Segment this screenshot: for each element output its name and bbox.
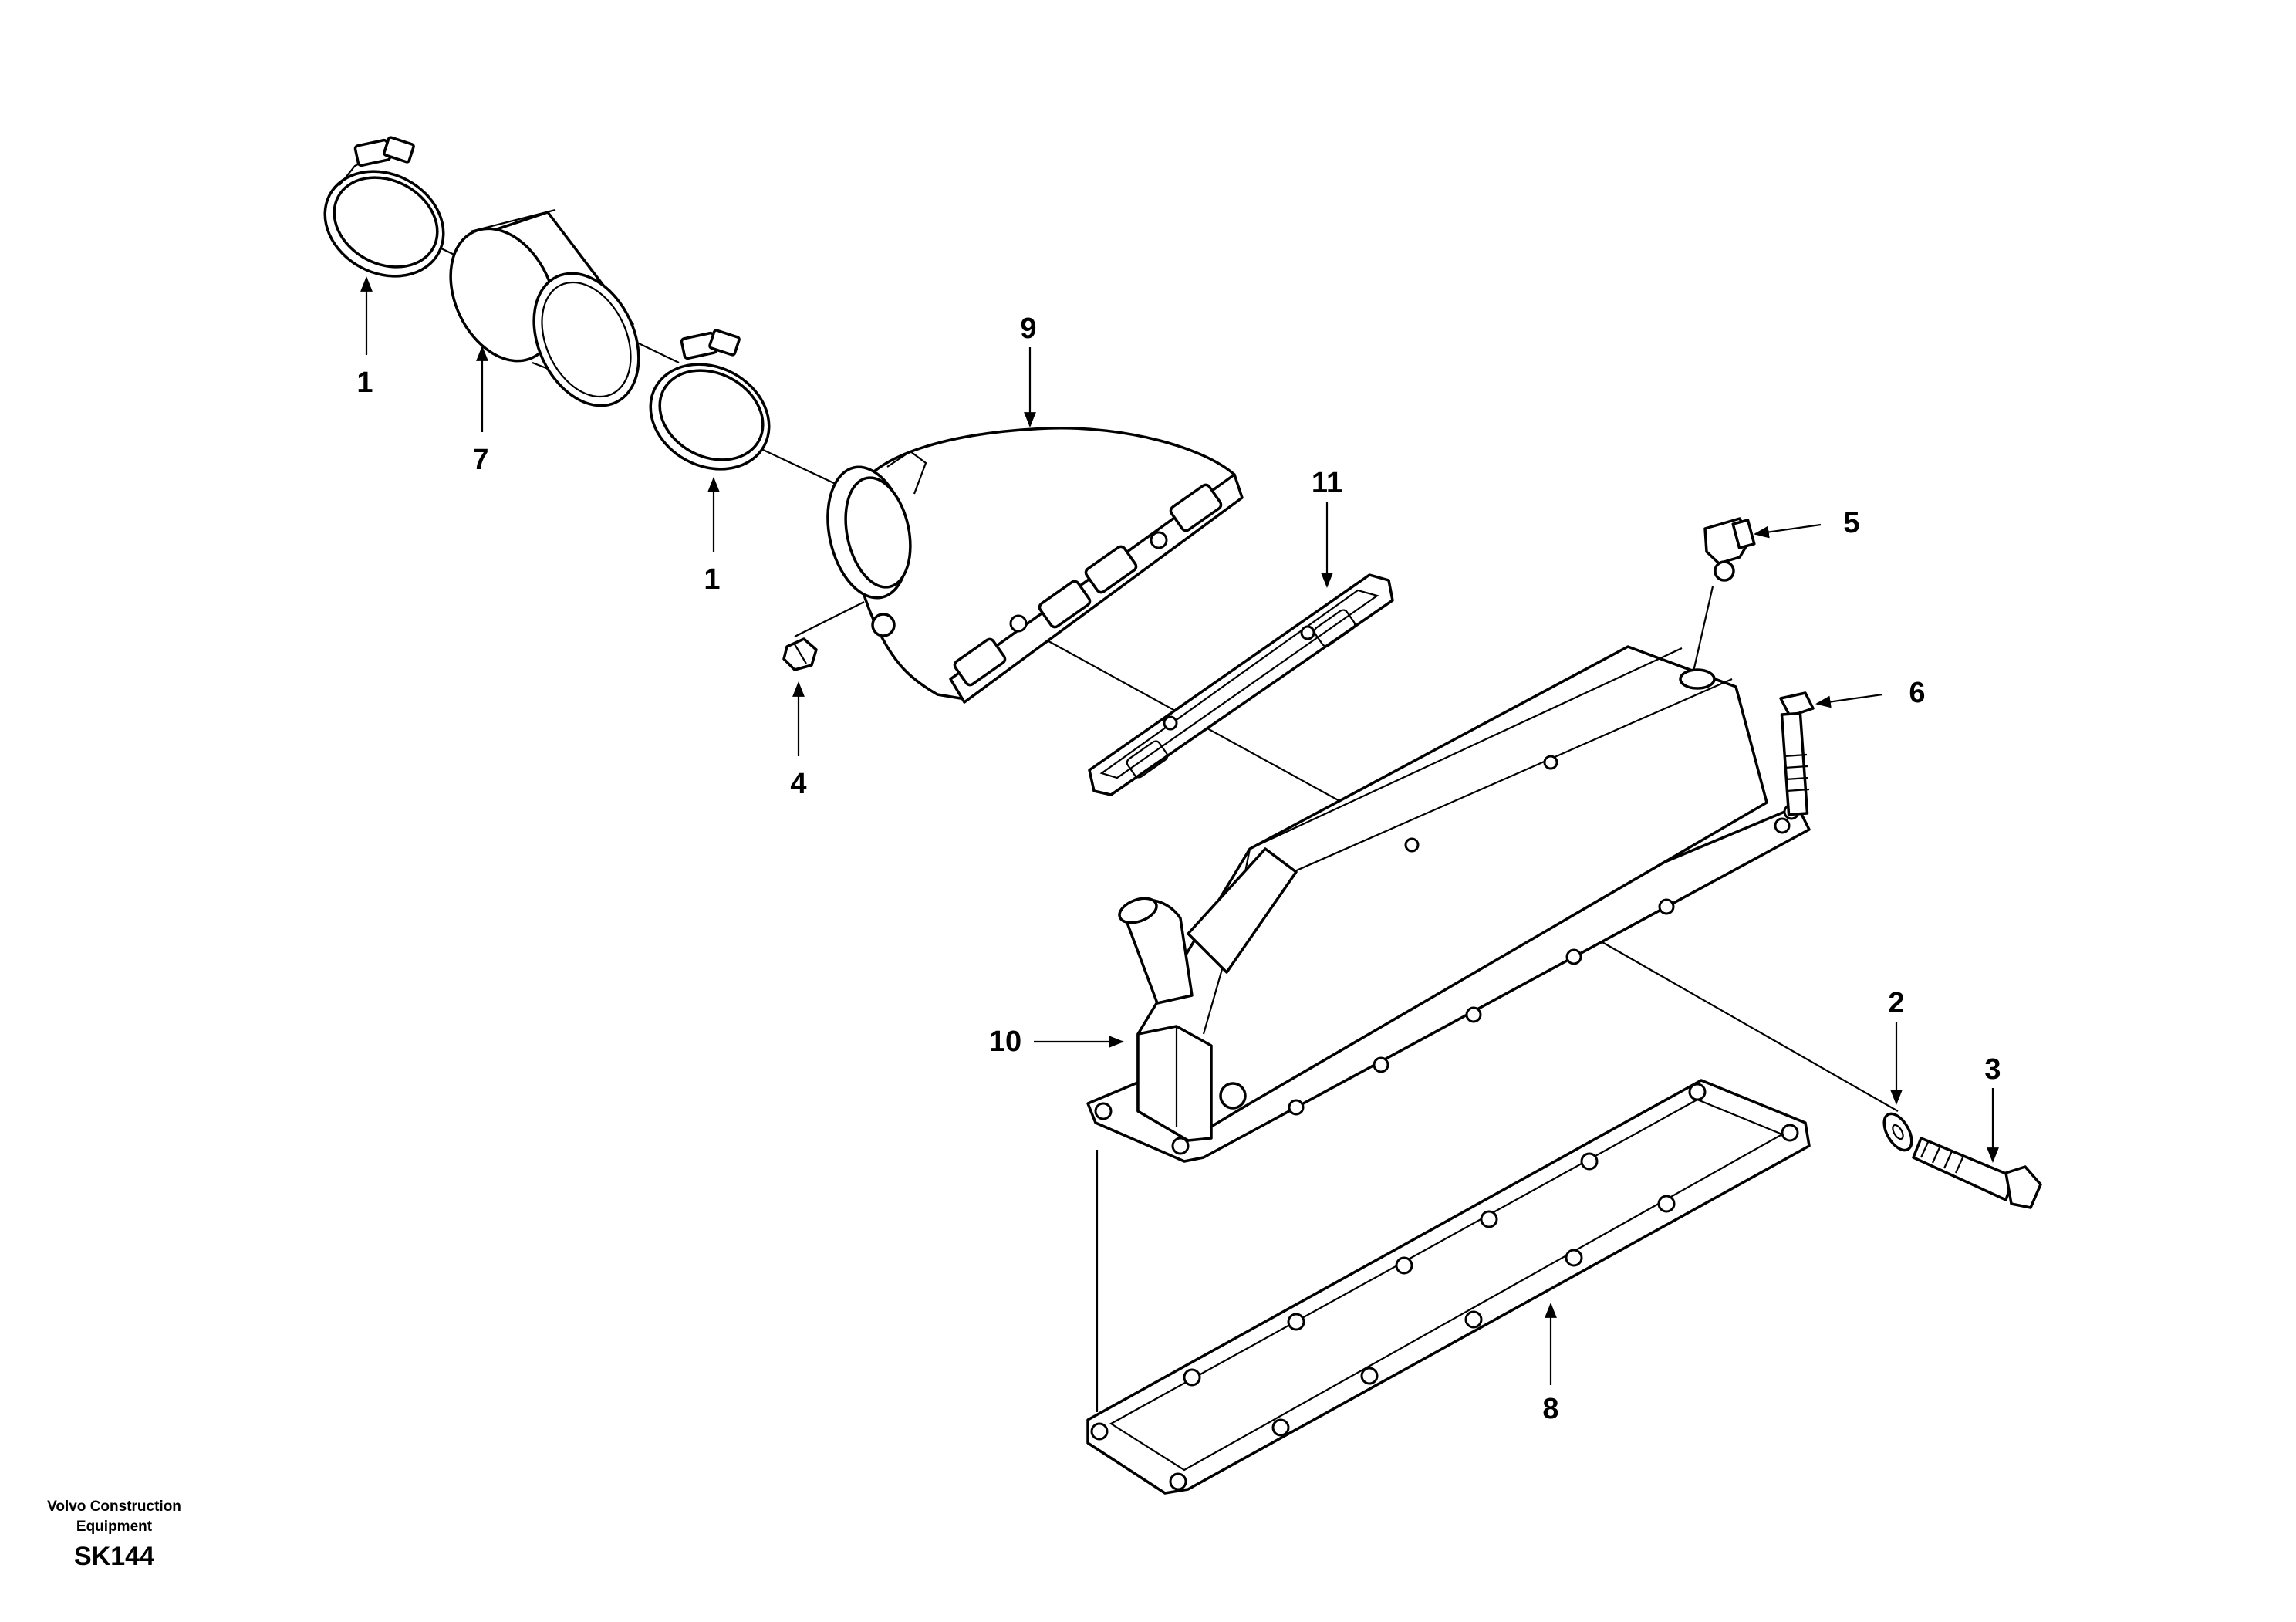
callout-9: 9 bbox=[1020, 313, 1036, 345]
manifold-gasket bbox=[1086, 1079, 1811, 1495]
brand-line-2: Equipment bbox=[76, 1519, 153, 1535]
brand-line-1: Volvo Construction bbox=[47, 1499, 181, 1515]
washer bbox=[1882, 1112, 1913, 1152]
drawing-id: SK144 bbox=[74, 1542, 154, 1571]
callout-3: 3 bbox=[1984, 1053, 2001, 1086]
flange-bolt bbox=[1779, 691, 1815, 816]
hose-clamp-upper bbox=[323, 136, 445, 278]
intake-gasket bbox=[1088, 573, 1394, 796]
hose bbox=[449, 208, 640, 407]
callout-11: 11 bbox=[1312, 467, 1342, 499]
callout-7: 7 bbox=[472, 444, 488, 476]
manifold-bolt bbox=[1912, 1137, 2042, 1209]
callout-10: 10 bbox=[989, 1026, 1021, 1058]
center-line-sensor bbox=[1692, 586, 1714, 672]
intake-manifold bbox=[1086, 645, 1811, 1163]
callout-5: 5 bbox=[1843, 507, 1859, 539]
callout-4: 4 bbox=[790, 768, 806, 800]
leader-c5 bbox=[1754, 523, 1822, 539]
callout-6: 6 bbox=[1909, 677, 1925, 709]
hose-clamp-lower bbox=[649, 329, 771, 471]
leader-arrows bbox=[360, 276, 1999, 1385]
sensor bbox=[1703, 517, 1756, 582]
callouts: 1 7 1 9 11 5 6 4 10 2 3 8 bbox=[356, 313, 2001, 1425]
leader-c6 bbox=[1815, 693, 1883, 708]
footer: Volvo Construction Equipment SK144 bbox=[47, 1499, 181, 1571]
callout-8: 8 bbox=[1542, 1393, 1558, 1425]
intake-elbow bbox=[826, 427, 1244, 704]
callout-1-upper: 1 bbox=[356, 367, 373, 399]
callout-1-lower: 1 bbox=[704, 563, 720, 596]
callout-2: 2 bbox=[1888, 987, 1904, 1019]
plug bbox=[782, 637, 818, 671]
center-line-plug bbox=[794, 601, 865, 637]
